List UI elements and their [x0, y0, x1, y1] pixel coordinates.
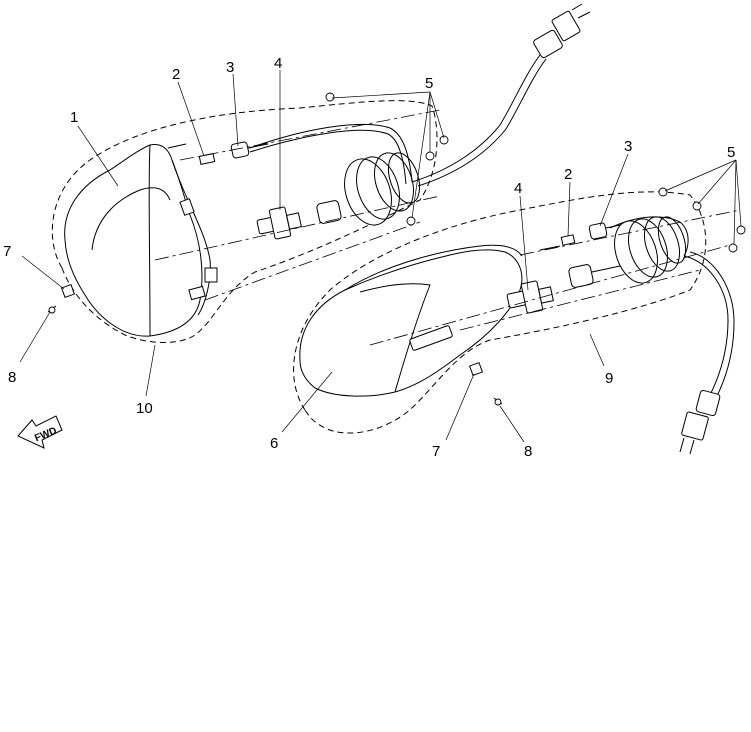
right-axis-upper [519, 209, 741, 256]
right-connector-2 [560, 234, 576, 246]
right-housing-inner-edge [359, 283, 431, 393]
right-nut-5a [658, 187, 668, 197]
right-headlight-housing [299, 249, 523, 397]
callout-right-3: 3 [624, 138, 632, 155]
left-headlight-assembly [47, 92, 449, 343]
right-nut-5d [728, 243, 738, 253]
callout-right-6: 6 [270, 435, 278, 452]
arrow-left-icon [17, 415, 63, 449]
right-nut-5b [692, 201, 702, 211]
left-headlight-housing [64, 144, 203, 337]
right-axis-centre [369, 244, 731, 346]
left-harness [411, 3, 591, 187]
left-axis-centre [154, 195, 441, 261]
right-stud [539, 245, 561, 251]
right-plug [679, 389, 721, 455]
callout-right-4: 4 [514, 180, 522, 197]
right-housing-slot [409, 325, 453, 351]
right-headlight-assembly [293, 187, 746, 434]
right-bulb-4 [506, 280, 554, 314]
left-housing-edge [148, 144, 151, 337]
callout-right-2: 2 [564, 166, 572, 183]
right-nut-5c [736, 225, 746, 235]
callout-left-5: 5 [425, 75, 433, 92]
left-axis-lower [204, 221, 421, 301]
callout-right-5: 5 [727, 144, 735, 161]
right-reflector-rings [614, 216, 687, 284]
right-housing-outline-dashed [293, 191, 707, 434]
right-harness [679, 251, 735, 455]
callout-right-7: 7 [432, 443, 440, 460]
left-axis-upper [179, 109, 441, 161]
left-housing-tab-upper [179, 198, 195, 216]
left-wire-2 [249, 129, 407, 185]
left-housing-inner-lens [91, 187, 171, 251]
left-nut-5a [325, 92, 335, 102]
right-bulb-cap [568, 264, 621, 288]
left-connector-2 [198, 153, 216, 165]
right-housing-top [344, 244, 523, 291]
callout-left-3: 3 [226, 59, 234, 76]
left-nut-5c [425, 151, 435, 161]
direction-marker: FWD [17, 415, 63, 449]
left-nut-5d [406, 216, 416, 226]
left-stud [167, 143, 187, 149]
left-bulb-4 [256, 206, 302, 240]
callout-left-8: 8 [8, 369, 16, 386]
callout-left-1: 1 [70, 109, 78, 126]
left-screw-8 [47, 305, 57, 314]
right-screw-8 [493, 397, 503, 406]
left-nut-5b [439, 135, 449, 145]
right-axis-lower [459, 269, 701, 331]
left-clip-7 [60, 283, 76, 299]
callout-labels: 1 2 3 4 5 7 8 10 2 3 4 5 6 7 8 9 [3, 55, 735, 460]
left-housing-tab-bottom [188, 285, 206, 301]
left-housing-rear [171, 159, 211, 316]
right-clip-7 [468, 361, 484, 377]
callout-left-2: 2 [172, 66, 180, 83]
callout-right-9: 9 [605, 370, 613, 387]
left-housing-tab-lower [204, 267, 218, 283]
callout-left-7: 7 [3, 243, 11, 260]
callout-left-10: 10 [136, 400, 153, 417]
left-plug [533, 3, 591, 59]
callout-right-8: 8 [524, 443, 532, 460]
callout-left-4: 4 [274, 55, 282, 72]
leader-lines [19, 70, 742, 443]
left-reflector-rings [344, 152, 421, 226]
left-bulb-cap [316, 200, 342, 224]
